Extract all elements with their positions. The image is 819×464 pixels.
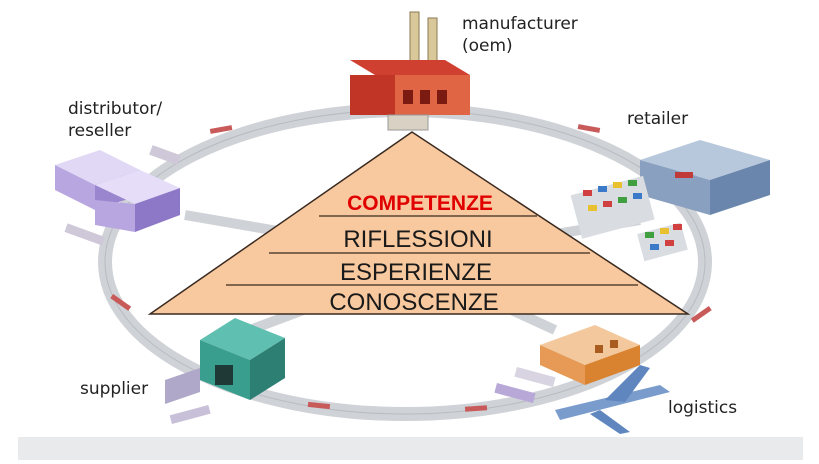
pyramid-level-1: COMPETENZE [347, 192, 493, 215]
logistics-label: logistics [668, 398, 738, 418]
distributor-label-line2: reseller [68, 121, 132, 141]
logistics-truck-icon [494, 325, 640, 404]
manufacturer-label: manufacturer (oem) [462, 13, 578, 57]
pyramid-level-4: CONOSCENZE [329, 289, 498, 316]
bottom-bar [18, 437, 803, 460]
airplane-icon [555, 365, 670, 434]
pyramid: COMPETENZE RIFLESSIONI ESPERIENZE CONOSC… [147, 131, 691, 316]
manufacturer-label-line2: (oem) [462, 36, 513, 56]
pyramid-level-3: ESPERIENZE [340, 259, 492, 286]
manufacturer-label-line1: manufacturer [462, 14, 578, 34]
factory-icon [350, 11, 470, 131]
distributor-label-line1: distributor/ [68, 99, 163, 119]
pyramid-shape [147, 131, 691, 315]
parking-lot [570, 175, 688, 262]
pyramid-level-2: RIFLESSIONI [343, 226, 492, 253]
retailer-label: retailer [627, 109, 689, 129]
supplier-building-icon [165, 318, 285, 425]
distributor-label: distributor/ reseller [68, 98, 162, 142]
store-icon [640, 140, 770, 215]
supplier-label: supplier [80, 379, 149, 399]
warehouse-icon [55, 145, 181, 246]
